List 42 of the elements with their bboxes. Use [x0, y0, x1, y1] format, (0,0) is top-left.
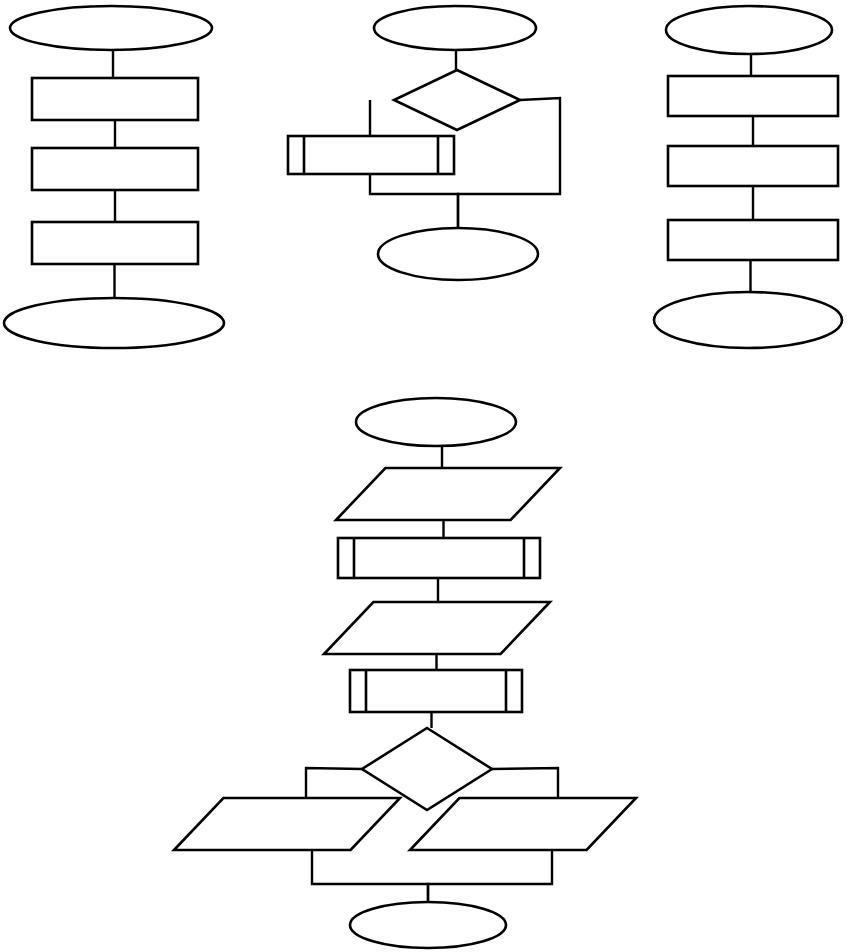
connector-line: [751, 116, 755, 146]
connector-line: [749, 54, 753, 76]
process-box: [668, 146, 838, 186]
terminal-ellipse: [4, 298, 224, 348]
connector-line: [113, 190, 117, 222]
process-box: [32, 148, 198, 190]
input-output-parallelogram: [324, 602, 550, 654]
decision-diamond: [394, 70, 520, 130]
decision-diamond: [362, 728, 492, 810]
terminal-ellipse: [350, 902, 506, 948]
terminal-ellipse: [654, 292, 842, 348]
input-output-parallelogram: [410, 798, 636, 850]
connector-line: [368, 100, 372, 136]
connector-line: [440, 446, 444, 468]
connector-line: [111, 50, 115, 78]
subroutine-box: [288, 136, 454, 174]
connector-line: [426, 850, 554, 902]
connector-line: [430, 712, 433, 728]
terminal-ellipse: [378, 228, 538, 280]
connector-line: [751, 186, 755, 220]
input-output-parallelogram: [336, 468, 560, 520]
connector-line: [368, 174, 460, 228]
connector-line: [442, 520, 445, 538]
terminal-ellipse: [374, 6, 536, 50]
connector-line: [435, 654, 438, 670]
connector-line: [304, 766, 363, 798]
process-box: [32, 78, 198, 120]
connector-line: [454, 50, 458, 70]
subroutine-box: [338, 538, 540, 578]
connector-line: [492, 766, 560, 798]
connector-line: [436, 578, 440, 602]
process-box: [32, 222, 198, 264]
subroutine-box: [350, 670, 522, 712]
terminal-ellipse: [666, 6, 832, 54]
input-output-parallelogram: [174, 798, 400, 850]
connector-line: [749, 260, 752, 292]
terminal-ellipse: [356, 398, 516, 446]
process-box: [668, 76, 838, 116]
connector-line: [113, 120, 117, 148]
terminal-ellipse: [10, 6, 212, 50]
connector-line: [113, 264, 116, 298]
process-box: [668, 220, 838, 260]
